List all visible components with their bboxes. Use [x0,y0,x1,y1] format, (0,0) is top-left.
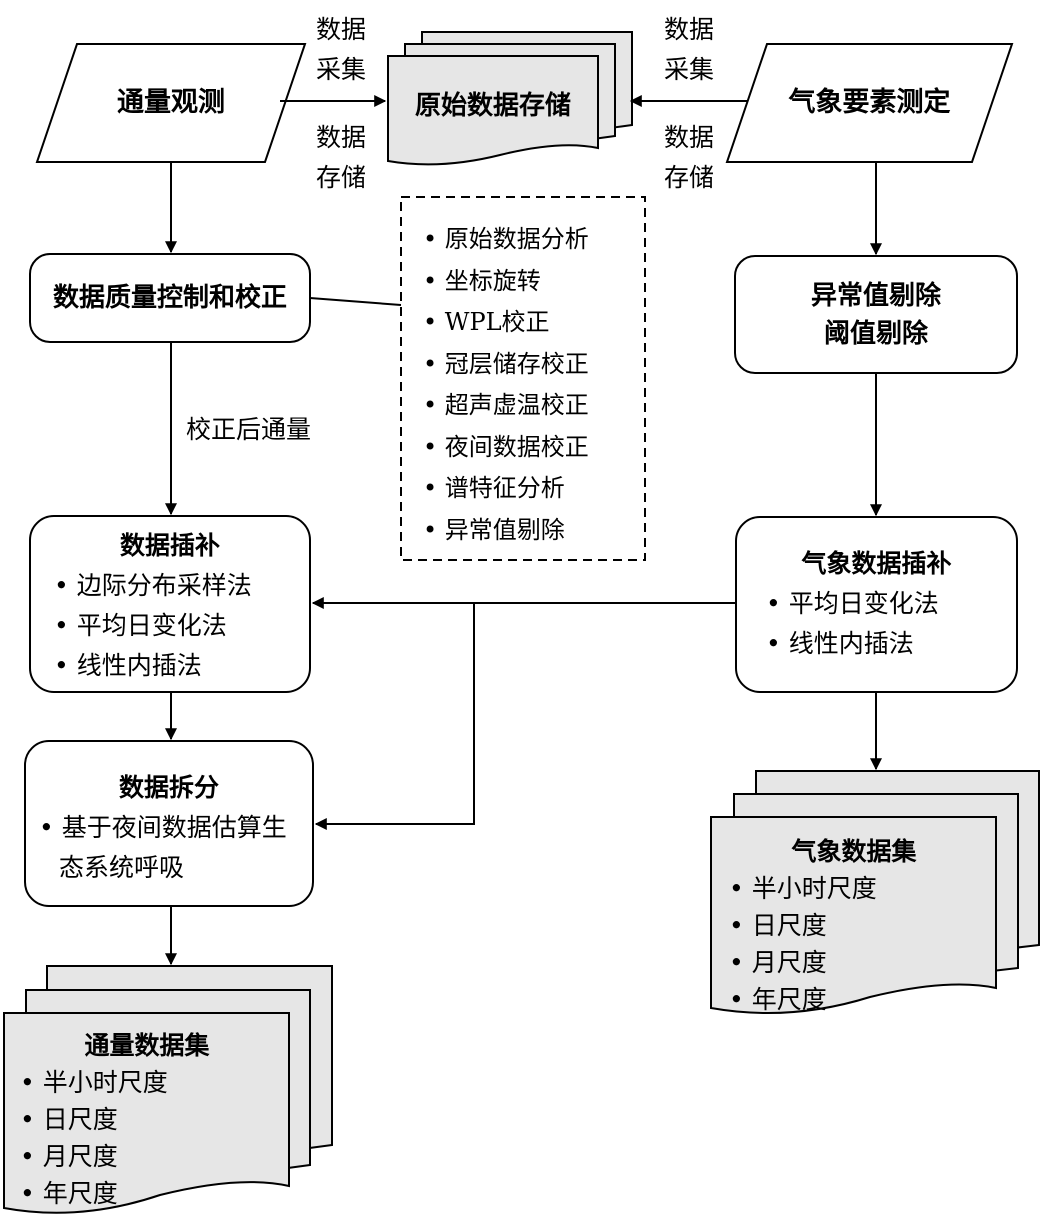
met-gap-filling-item: 平均日变化法 [766,584,1017,624]
met-dataset-item: 半小时尺度 [729,870,989,907]
partitioning-title: 数据拆分 [118,773,219,802]
qc-step-item: 谱特征分析 [423,468,643,510]
right-store-line-1: 数据 [664,123,715,152]
met-dataset-item: 月尺度 [729,944,989,981]
right-store-label: 数据 存储 [664,118,714,198]
flux-dataset-item: 年尺度 [20,1175,282,1212]
partitioning-item-text: 基于夜间数据估算生态系统呼吸 [59,813,287,882]
right-store-line-2: 存储 [664,163,715,192]
qc-step-item: WPL校正 [423,302,643,344]
flux-dataset-item: 半小时尺度 [20,1064,282,1101]
gap-filling-item: 线性内插法 [54,646,310,686]
qc-steps-box [400,196,646,561]
qc-steps-list: 原始数据分析 坐标旋转 WPL校正 冠层储存校正 超声虚温校正 夜间数据校正 谱… [423,219,643,551]
gap-filling-title: 数据插补 [119,531,220,560]
raw-storage-shape [387,31,633,166]
flux-observation-shape [35,43,307,163]
flux-dataset-item: 月尺度 [20,1138,282,1175]
met-gap-filling-content: 气象数据插补 平均日变化法 线性内插法 [736,544,1017,664]
met-measurement-shape [725,43,1014,163]
right-collect-line-1: 数据 [664,15,715,44]
arrow-metgap-to-partitioning [314,603,475,830]
met-gap-filling-title: 气象数据插补 [801,549,952,578]
outlier-removal-line-1: 异常值剔除 [810,280,941,311]
met-dataset-item: 日尺度 [729,907,989,944]
qc-step-item: 异常值剔除 [423,510,643,552]
partitioning-box [24,740,314,907]
partitioning-item: • 基于夜间数据估算生态系统呼吸 [39,813,287,882]
left-collect-label: 数据 采集 [316,10,366,90]
raw-storage-label: 原始数据存储 [414,90,571,121]
qc-step-item: 夜间数据校正 [423,427,643,469]
left-store-line-1: 数据 [316,123,367,152]
gap-filling-item: 边际分布采样法 [54,566,310,606]
gap-filling-content: 数据插补 边际分布采样法 平均日变化法 线性内插法 [30,526,310,686]
qc-step-item: 坐标旋转 [423,261,643,303]
met-dataset-item: 年尺度 [729,981,989,1018]
left-store-label: 数据 存储 [316,118,366,198]
left-collect-line-2: 采集 [316,55,367,84]
right-collect-label: 数据 采集 [664,10,714,90]
met-dataset-content: 气象数据集 半小时尺度 日尺度 月尺度 年尺度 [719,833,989,1018]
flux-dataset-content: 通量数据集 半小时尺度 日尺度 月尺度 年尺度 [12,1027,282,1212]
corrected-flux-label: 校正后通量 [186,415,312,444]
qc-step-item: 冠层储存校正 [423,344,643,386]
met-measurement-label: 气象要素测定 [788,87,951,119]
partitioning-content: 数据拆分 • 基于夜间数据估算生态系统呼吸 [25,768,313,888]
left-store-line-2: 存储 [316,163,367,192]
met-dataset-title: 气象数据集 [791,837,917,866]
quality-control-label: 数据质量控制和校正 [52,283,287,313]
flux-dataset-item: 日尺度 [20,1101,282,1138]
left-collect-line-1: 数据 [316,15,367,44]
gap-filling-item: 平均日变化法 [54,606,310,646]
qc-step-item: 超声虚温校正 [423,385,643,427]
flux-dataset-title: 通量数据集 [84,1031,210,1060]
flux-observation-label: 通量观测 [117,87,225,119]
qc-steps-connector [309,297,402,306]
outlier-removal-line-2: 阈值剔除 [823,318,928,349]
outlier-removal-label: 异常值剔除 阈值剔除 [735,256,1017,373]
qc-step-item: 原始数据分析 [423,219,643,261]
met-gap-filling-item: 线性内插法 [766,624,1017,664]
right-collect-line-2: 采集 [664,55,715,84]
